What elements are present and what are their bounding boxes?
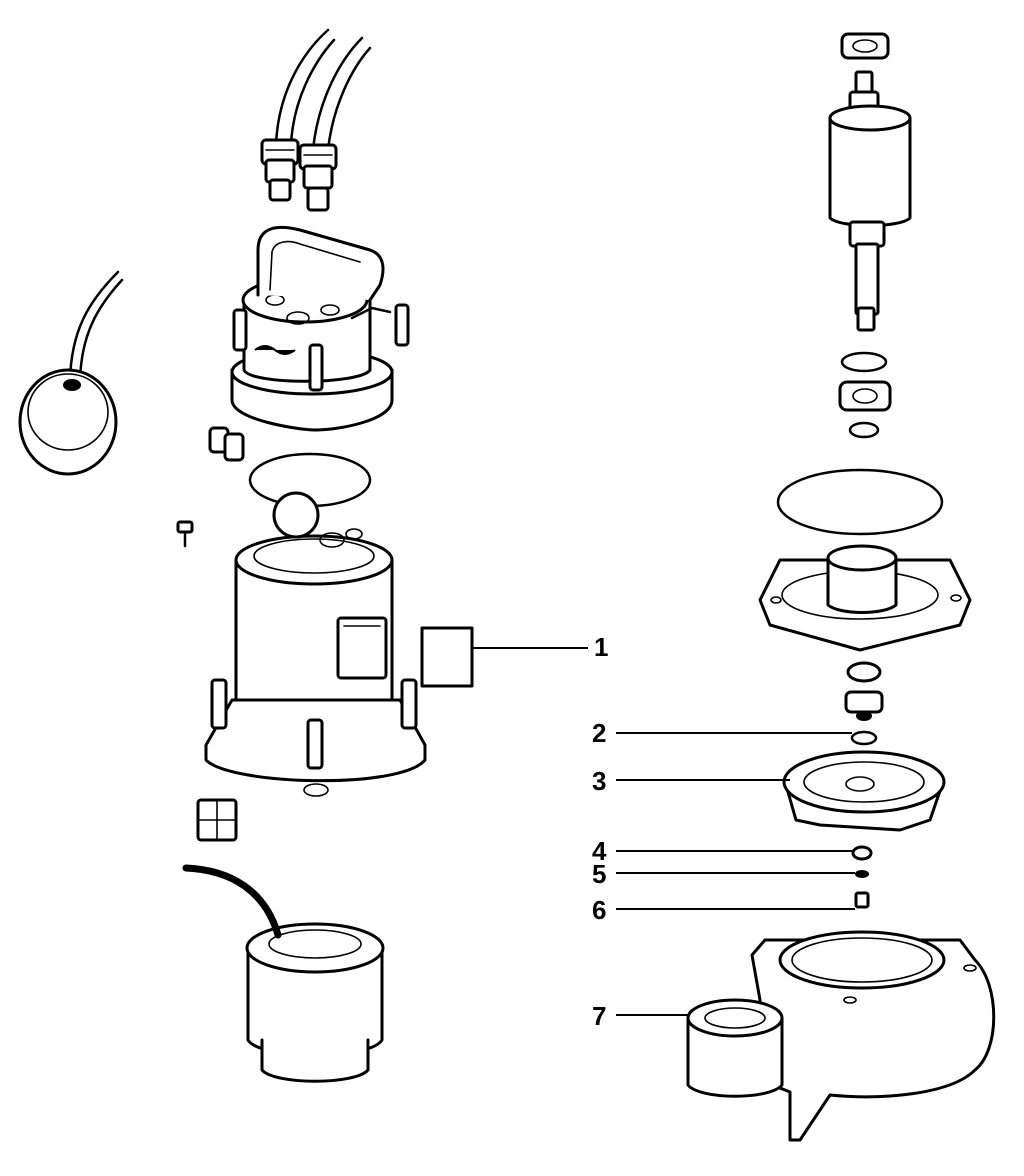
cable-nipples	[208, 426, 245, 462]
callout-6: 6	[592, 895, 606, 925]
rotor-shaft	[828, 70, 912, 332]
impeller-fasteners	[851, 845, 873, 909]
motor-top-cover	[230, 225, 410, 432]
top-bearing	[840, 32, 890, 60]
callout-7: 7	[592, 1001, 606, 1031]
shaft-seal	[844, 661, 884, 746]
pump-housing	[686, 930, 996, 1142]
cable-connector	[196, 798, 238, 842]
name-plate	[420, 626, 474, 688]
small-screw	[176, 520, 194, 548]
float-switch	[18, 270, 124, 476]
callouts: 1 2 3 4 5 6 7	[472, 632, 855, 1031]
callout-3: 3	[592, 766, 606, 796]
bottom-sleeve	[182, 864, 385, 1083]
impeller	[782, 750, 946, 832]
seal-flange	[758, 544, 972, 652]
motor-housing	[204, 491, 427, 797]
callout-2: 2	[592, 718, 606, 748]
callout-4: 4	[592, 836, 607, 866]
callout-1: 1	[594, 632, 608, 662]
shaft-bearings	[838, 351, 892, 439]
callout-5: 5	[592, 859, 606, 889]
cable-glands	[260, 28, 372, 212]
o-ring-large	[776, 468, 944, 536]
